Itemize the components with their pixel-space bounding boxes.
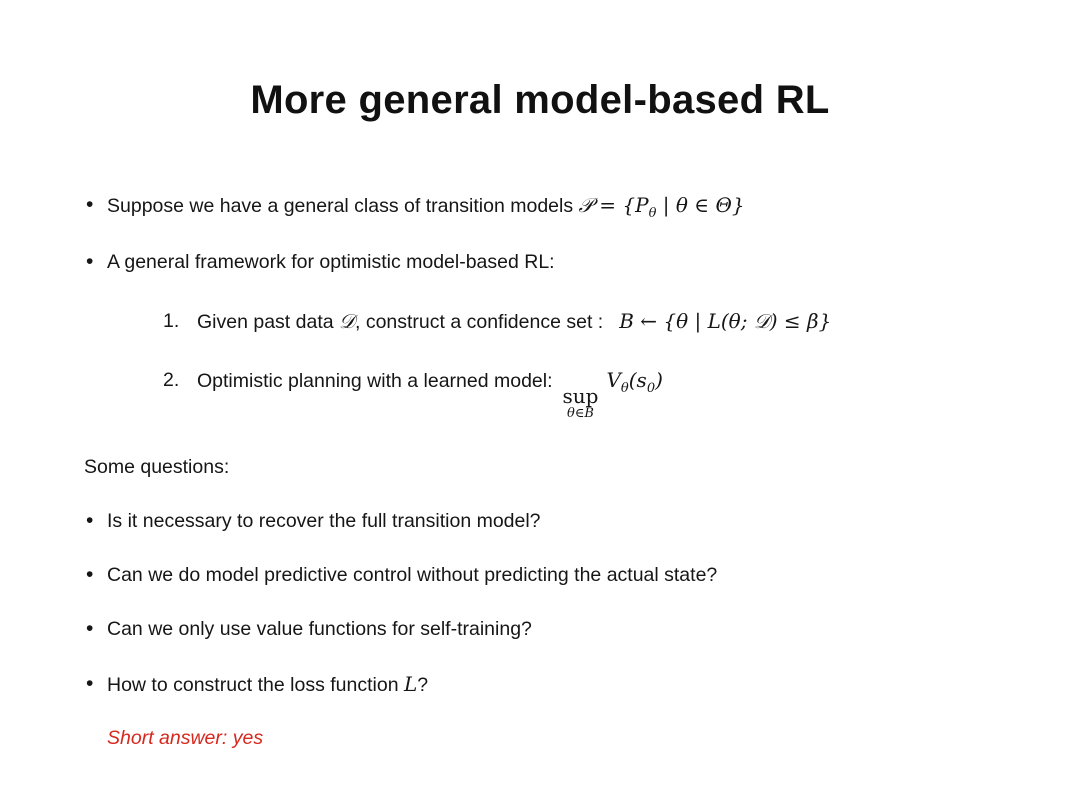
question-value-functions: Can we only use value functions for self… — [84, 616, 996, 643]
questions-list: Is it necessary to recover the full tran… — [84, 508, 996, 698]
question-loss-function-mark: ? — [417, 673, 429, 696]
math-arg-close: ) — [655, 368, 663, 393]
slide-title: More general model-based RL — [250, 78, 830, 122]
questions-heading: Some questions: — [84, 455, 230, 478]
question-recover-model: Is it necessary to recover the full tran… — [84, 508, 996, 535]
question-loss-function-text: How to construct the loss function — [107, 673, 404, 696]
question-loss-function: How to construct the loss function L? — [84, 671, 996, 698]
framework-steps: 1. Given past data 𝒟, construct a confid… — [163, 309, 996, 422]
bullet-framework-text: A general framework for optimistic model… — [107, 251, 555, 274]
step-2-text: Optimistic planning with a learned model… — [197, 370, 553, 393]
step-2-number: 2. — [163, 369, 180, 392]
math-v-theta-subscript: θ — [620, 381, 629, 397]
math-sup-underscript: θ∈B — [566, 406, 594, 422]
math-loss-l: L — [403, 671, 418, 696]
bullet-framework: A general framework for optimistic model… — [84, 249, 996, 422]
top-bullet-list: Suppose we have a general class of trans… — [84, 192, 996, 422]
step-optimistic-planning: 2. Optimistic planning with a learned mo… — [163, 368, 996, 422]
step-1-number: 1. — [163, 309, 180, 332]
question-mpc-without-state: Can we do model predictive control witho… — [84, 562, 996, 589]
step-2-body: Optimistic planning with a learned model… — [197, 368, 663, 422]
question-value-functions-text: Can we only use value functions for self… — [107, 618, 532, 641]
math-value-function-v: V — [606, 368, 621, 393]
question-recover-model-text: Is it necessary to recover the full tran… — [107, 509, 541, 532]
math-sup-label: sup — [562, 384, 599, 409]
bullet-transition-models: Suppose we have a general class of trans… — [84, 192, 996, 221]
step-1-text-pre: Given past data — [197, 310, 340, 333]
step-1-body: Given past data 𝒟, construct a confidenc… — [197, 309, 831, 334]
math-s-zero-subscript: 0 — [646, 381, 656, 397]
step-confidence-set: 1. Given past data 𝒟, construct a confid… — [163, 309, 996, 334]
bullet-transition-models-text: Suppose we have a general class of trans… — [107, 195, 579, 217]
math-model-class-open: 𝒫 = {P — [578, 193, 649, 217]
math-arg-open: (s — [628, 368, 647, 393]
step-1-text-post: , construct a confidence set : — [354, 310, 604, 333]
math-confidence-set: B ← {θ | L(θ; 𝒟) ≤ β} — [619, 308, 832, 333]
short-answer: Short answer: yes — [107, 727, 264, 750]
math-model-class-close: | θ ∈ Θ} — [656, 193, 745, 217]
math-script-d: 𝒟 — [339, 308, 355, 333]
question-mpc-without-state-text: Can we do model predictive control witho… — [107, 564, 718, 587]
math-theta-subscript: θ — [648, 205, 657, 221]
